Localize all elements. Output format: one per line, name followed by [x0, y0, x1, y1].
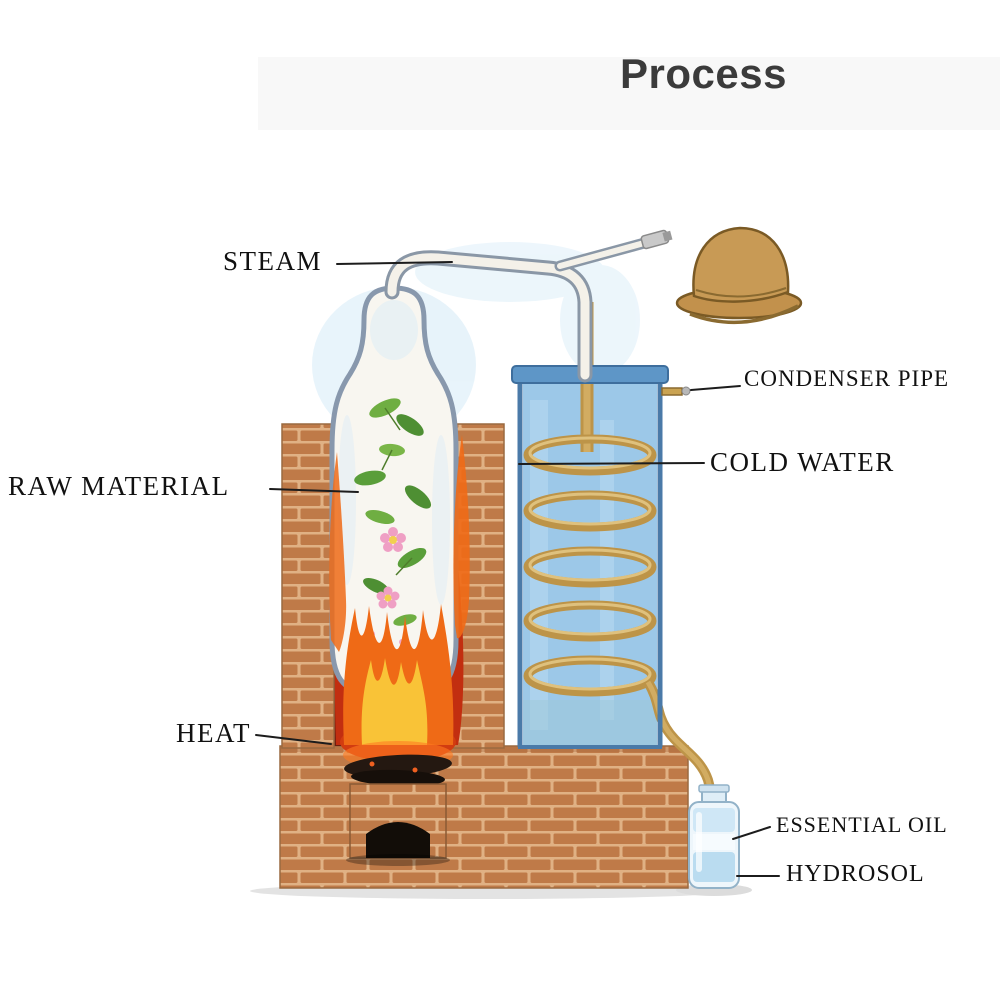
leader-line-steam — [336, 261, 453, 265]
firewood-logs — [344, 754, 452, 787]
label-condenser-pipe: CONDENSER PIPE — [744, 366, 950, 391]
label-cold-water: COLD WATER — [710, 447, 895, 477]
page-title: Process — [620, 50, 787, 97]
furnace-pedestal — [346, 783, 450, 866]
hat-condenser-head — [675, 226, 803, 325]
pipe-nozzle — [640, 229, 673, 250]
raw-material-botanicals — [354, 398, 432, 675]
background-band — [258, 57, 1000, 130]
condenser-pipe-spigot — [661, 386, 691, 396]
steam-pipe — [384, 236, 654, 383]
collection-bottle — [688, 784, 740, 889]
hydrosol-layer — [693, 852, 735, 882]
flames-front — [329, 435, 470, 769]
label-raw-material: RAW MATERIAL — [8, 471, 230, 501]
essential-oil-layer — [693, 808, 735, 832]
leader-line-condenser-pipe — [690, 385, 741, 391]
leader-lines — [255, 261, 780, 877]
leader-line-heat — [255, 734, 332, 745]
label-heat: HEAT — [176, 718, 251, 748]
leader-line-cold-water — [518, 462, 705, 465]
leader-line-essential-oil — [732, 826, 771, 840]
label-steam: STEAM — [223, 246, 323, 276]
tank-walls — [517, 383, 663, 749]
label-hydrosol: HYDROSOL — [786, 861, 925, 887]
label-essential-oil: ESSENTIAL OIL — [776, 812, 948, 837]
brick-base — [279, 745, 689, 889]
leader-line-raw-material — [269, 488, 359, 493]
